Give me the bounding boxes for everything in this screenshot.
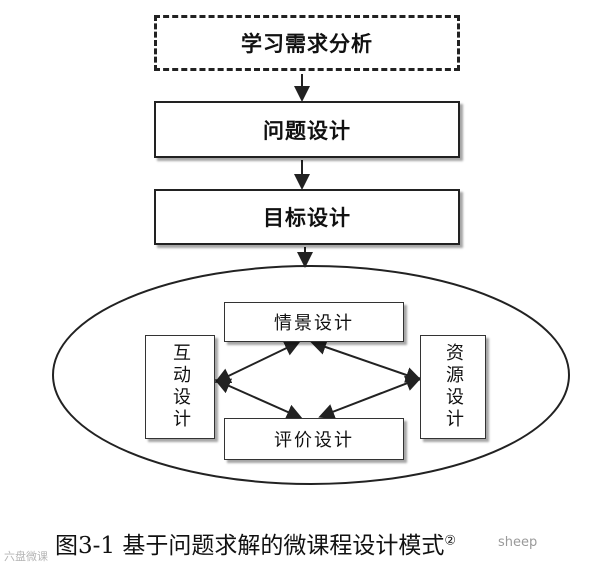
goal-design-box: 目标设计 [154, 189, 460, 245]
needs-analysis-label: 学习需求分析 [241, 32, 373, 56]
caption-footnote-mark: ② [444, 533, 457, 549]
arrow-evaluation-resource [318, 375, 422, 420]
resource-design-box: 资源设计 [420, 335, 486, 439]
arrow-scenario-resource [310, 339, 422, 383]
figure-caption: 图3-1 基于问题求解的微课程设计模式② [55, 526, 456, 560]
watermark-left: 六盘微课 [4, 550, 48, 563]
caption-text: 图3-1 基于问题求解的微课程设计模式 [55, 533, 445, 559]
evaluation-design-box: 评价设计 [224, 418, 404, 460]
scenario-design-label: 情景设计 [274, 313, 354, 334]
watermark-right: sheep [498, 535, 538, 550]
resource-design-label: 资源设计 [443, 343, 464, 431]
interaction-design-label: 互动设计 [170, 343, 191, 431]
interaction-design-box: 互动设计 [145, 335, 215, 439]
needs-analysis-box: 学习需求分析 [154, 15, 460, 71]
problem-design-box: 问题设计 [154, 101, 460, 158]
arrow-interaction-evaluation [214, 378, 303, 420]
goal-design-label: 目标设计 [263, 206, 351, 230]
arrow-interaction-scenario [214, 340, 301, 384]
evaluation-design-label: 评价设计 [274, 430, 354, 451]
scenario-design-box: 情景设计 [224, 302, 404, 342]
problem-design-label: 问题设计 [263, 118, 351, 143]
